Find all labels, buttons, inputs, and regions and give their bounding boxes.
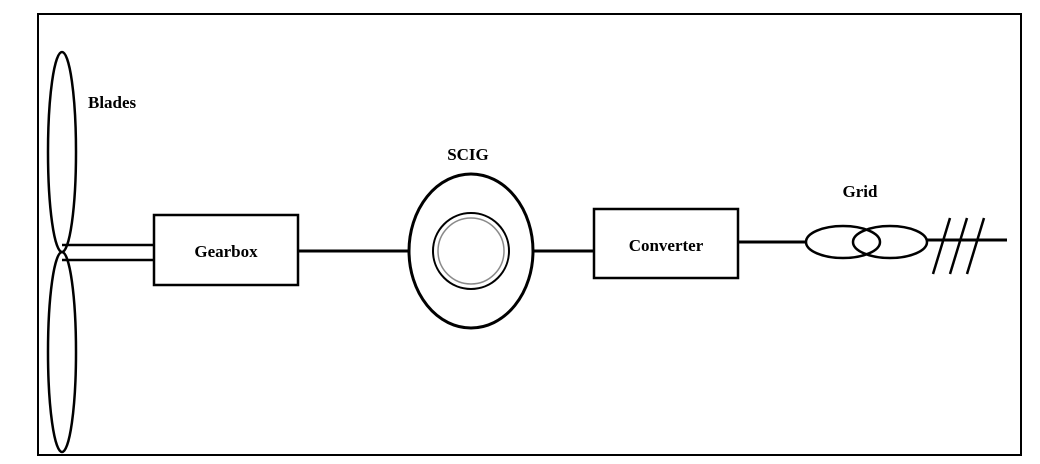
transformer-primary xyxy=(804,224,882,260)
blade-lower xyxy=(46,250,78,454)
gearbox-label: Gearbox xyxy=(194,242,258,261)
blades-label: Blades xyxy=(88,93,137,112)
transformer xyxy=(804,224,929,260)
blades xyxy=(46,50,78,454)
grid-label: Grid xyxy=(843,182,878,201)
low-speed-shaft xyxy=(62,243,154,262)
three-phase-marks xyxy=(931,217,986,275)
transformer-secondary xyxy=(851,224,929,260)
generator-inner-ring-inner xyxy=(437,217,505,285)
converter-label: Converter xyxy=(629,236,704,255)
generator-inner-ring-outer xyxy=(432,212,510,290)
scig-label: SCIG xyxy=(447,145,489,164)
